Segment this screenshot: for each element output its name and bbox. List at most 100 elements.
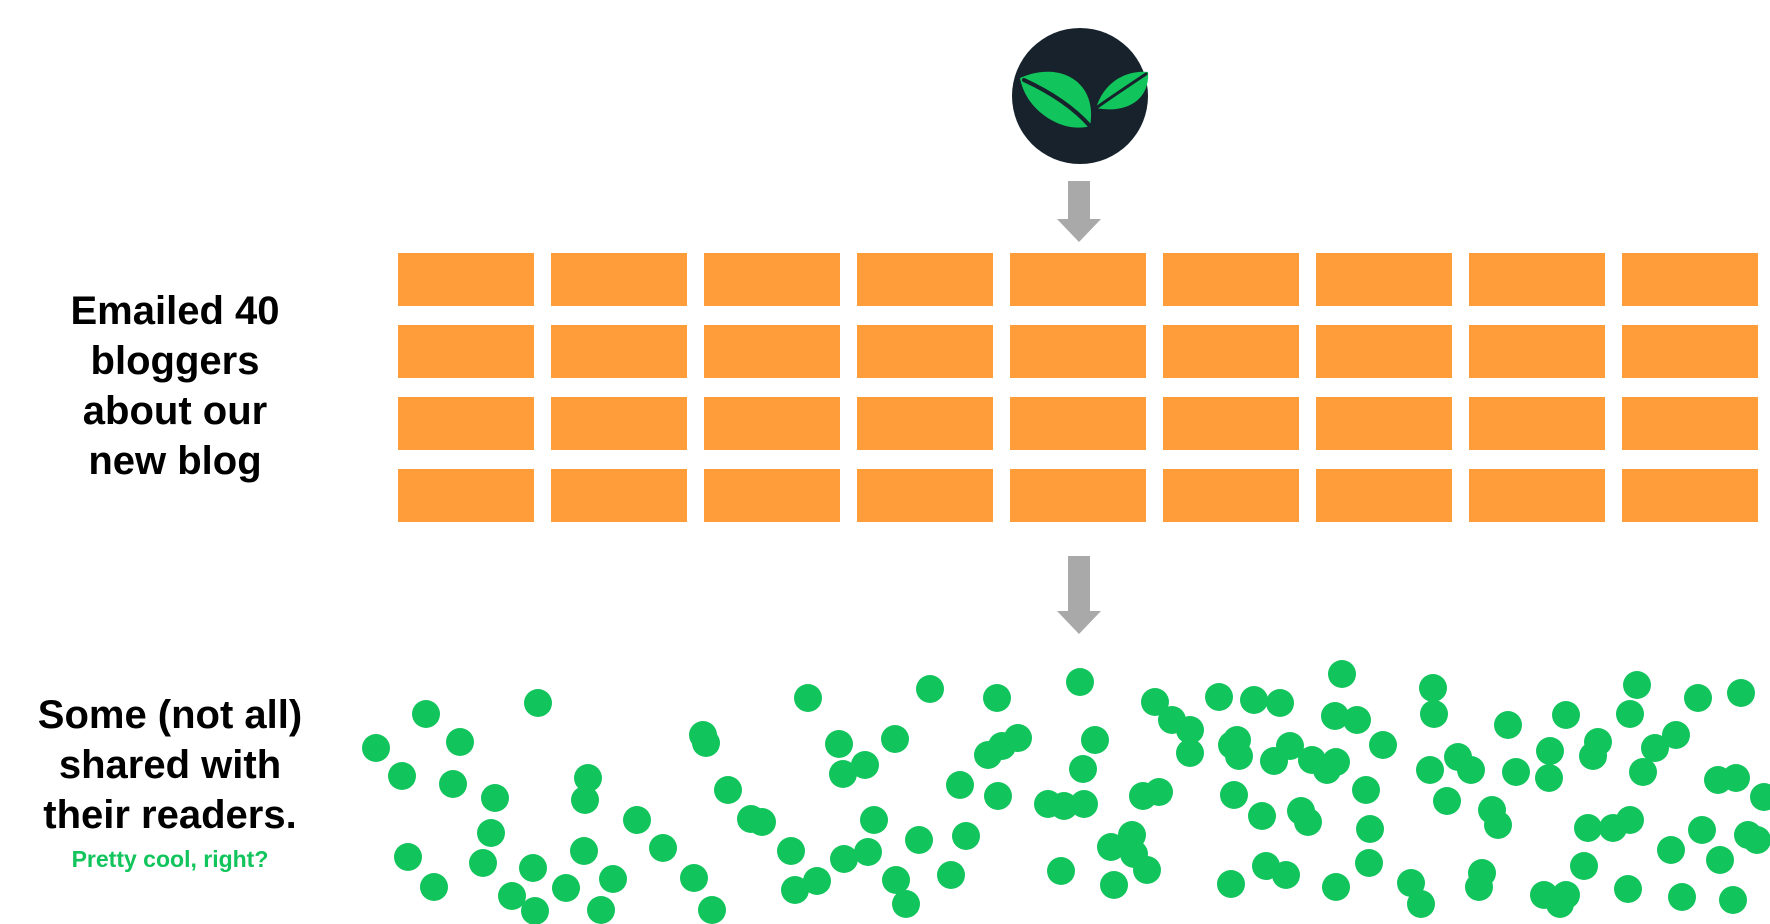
reader-dot xyxy=(649,834,677,862)
reader-dot xyxy=(1465,873,1493,901)
blogger-block xyxy=(704,253,840,306)
reader-dot xyxy=(1419,674,1447,702)
reader-dot xyxy=(1433,787,1461,815)
reader-dot xyxy=(1416,756,1444,784)
reader-dot xyxy=(1145,778,1173,806)
reader-dot xyxy=(882,866,910,894)
reader-dot xyxy=(737,805,765,833)
reader-dot xyxy=(1004,724,1032,752)
blogger-block xyxy=(1163,397,1299,450)
arrow-down-icon xyxy=(1057,556,1101,634)
blogger-block xyxy=(1316,469,1452,522)
reader-dot xyxy=(1688,816,1716,844)
reader-dot xyxy=(1727,679,1755,707)
reader-dot xyxy=(1743,826,1770,854)
blogger-block xyxy=(1469,325,1605,378)
blogger-block xyxy=(857,253,993,306)
reader-dot xyxy=(552,874,580,902)
reader-dot xyxy=(1141,688,1169,716)
reader-dot xyxy=(439,770,467,798)
reader-dot xyxy=(481,784,509,812)
reader-dot xyxy=(574,764,602,792)
blogger-block xyxy=(704,397,840,450)
reader-dot xyxy=(587,896,615,924)
reader-dot xyxy=(777,837,805,865)
reader-dot xyxy=(1217,870,1245,898)
emailed-bloggers-label: Emailed 40 bloggers about our new blog xyxy=(20,286,330,486)
reader-dot xyxy=(571,786,599,814)
reader-dot xyxy=(851,751,879,779)
blogger-block xyxy=(1010,253,1146,306)
reader-dot xyxy=(1205,683,1233,711)
reader-dot xyxy=(1287,797,1315,825)
reader-dot xyxy=(1355,849,1383,877)
reader-dot xyxy=(1584,728,1612,756)
reader-dot xyxy=(1552,701,1580,729)
reader-dot xyxy=(1100,871,1128,899)
reader-dot xyxy=(1662,721,1690,749)
blogger-block xyxy=(1622,469,1758,522)
reader-dots xyxy=(362,660,1770,924)
reader-dot xyxy=(1034,790,1062,818)
reader-dot xyxy=(1397,869,1425,897)
arrow-down-icon xyxy=(1057,181,1101,242)
arrow-shaft xyxy=(1068,556,1090,614)
blogger-block xyxy=(1622,253,1758,306)
reader-dot xyxy=(1322,873,1350,901)
reader-dot xyxy=(1494,711,1522,739)
reader-dot xyxy=(1225,742,1253,770)
reader-dot xyxy=(830,845,858,873)
reader-dot xyxy=(394,843,422,871)
blogger-block xyxy=(551,469,687,522)
leaf-sprout-icon xyxy=(1020,71,1149,128)
reader-dot xyxy=(1133,856,1161,884)
reader-dot xyxy=(1502,758,1530,786)
reader-dot xyxy=(680,864,708,892)
blogger-block xyxy=(1010,469,1146,522)
reader-dot xyxy=(1240,686,1268,714)
label-line: about our xyxy=(82,389,268,433)
reader-dot xyxy=(521,897,549,924)
arrow-head xyxy=(1057,611,1101,634)
reader-dot xyxy=(599,865,627,893)
blogger-block xyxy=(857,325,993,378)
blogger-block xyxy=(1469,469,1605,522)
reader-dot xyxy=(1478,796,1506,824)
blogger-block xyxy=(398,253,534,306)
reader-dot xyxy=(388,762,416,790)
reader-dot xyxy=(1343,706,1371,734)
reader-dot xyxy=(1616,700,1644,728)
reader-dot xyxy=(446,728,474,756)
blogger-block xyxy=(398,397,534,450)
reader-dot xyxy=(1706,846,1734,874)
reader-dot xyxy=(1118,821,1146,849)
reader-dot xyxy=(1614,875,1642,903)
blogger-block xyxy=(1316,397,1452,450)
reader-dot xyxy=(1420,700,1448,728)
reader-dot xyxy=(469,849,497,877)
reader-dot xyxy=(1070,790,1098,818)
reader-dot xyxy=(1081,726,1109,754)
reader-dot xyxy=(952,822,980,850)
reader-dot xyxy=(1369,731,1397,759)
reader-dot xyxy=(984,782,1012,810)
reader-dot xyxy=(714,776,742,804)
reader-dot xyxy=(916,675,944,703)
blogger-block xyxy=(551,397,687,450)
blogger-block xyxy=(857,469,993,522)
blogger-block xyxy=(1163,469,1299,522)
label-line: shared with xyxy=(58,743,282,787)
reader-dot xyxy=(1629,758,1657,786)
reader-dot xyxy=(420,873,448,901)
reader-dot xyxy=(1684,684,1712,712)
reader-dot xyxy=(881,725,909,753)
leaf-vein-icon xyxy=(1022,78,1092,128)
reader-dot xyxy=(477,819,505,847)
reader-dot xyxy=(1616,806,1644,834)
reader-dot xyxy=(1641,734,1669,762)
blogger-block xyxy=(551,325,687,378)
reader-dot xyxy=(1457,756,1485,784)
reader-dot xyxy=(1407,890,1435,918)
reader-dot xyxy=(1719,886,1747,914)
